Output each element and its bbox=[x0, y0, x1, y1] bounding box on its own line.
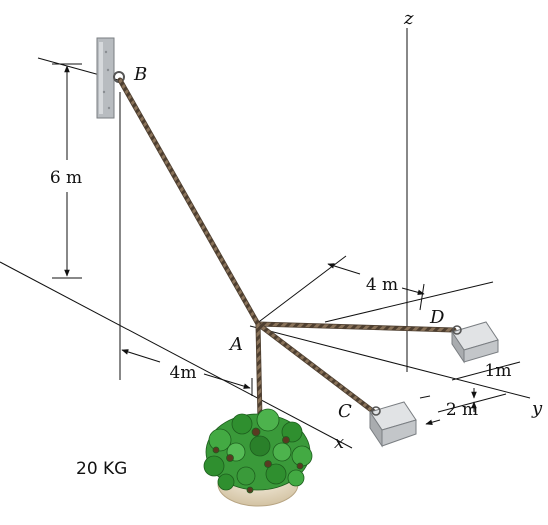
d-projection-line bbox=[324, 281, 494, 323]
label-x: x bbox=[334, 432, 344, 453]
dimension-1m-2m: 1m 2 m bbox=[419, 349, 521, 425]
dimension-6m-label: 6 m bbox=[50, 168, 82, 188]
bracket-c bbox=[369, 401, 417, 448]
ropes bbox=[117, 77, 457, 423]
y-axis-line bbox=[249, 325, 531, 399]
dimension-4m-bottom: 4m bbox=[121, 349, 253, 396]
label-d: D bbox=[429, 307, 445, 328]
ad-projection-line bbox=[255, 255, 347, 325]
label-b: B bbox=[133, 64, 147, 85]
dimension-6m: 6 m bbox=[44, 63, 90, 279]
label-a: A bbox=[228, 334, 243, 355]
label-y: y bbox=[531, 398, 543, 419]
dimension-4m-bottom-label: 4m bbox=[170, 363, 197, 383]
wall-plate-b bbox=[96, 37, 125, 119]
point-labels: A B C D x y z bbox=[133, 8, 543, 453]
label-z: z bbox=[403, 8, 414, 29]
dimension-4m-top-label: 4 m bbox=[366, 275, 398, 295]
label-c: C bbox=[338, 401, 352, 422]
hanging-plant bbox=[203, 408, 313, 507]
mass-label: 20 KG bbox=[76, 459, 127, 479]
dimension-2m-label: 2 m bbox=[446, 400, 478, 420]
plant-foliage bbox=[203, 408, 313, 494]
bracket-d bbox=[451, 321, 499, 364]
dimension-4m-top: 4 m bbox=[327, 263, 425, 311]
dimension-1m-label: 1m bbox=[485, 361, 512, 381]
x-axis-line bbox=[0, 261, 353, 449]
reference-lines bbox=[0, 28, 531, 449]
